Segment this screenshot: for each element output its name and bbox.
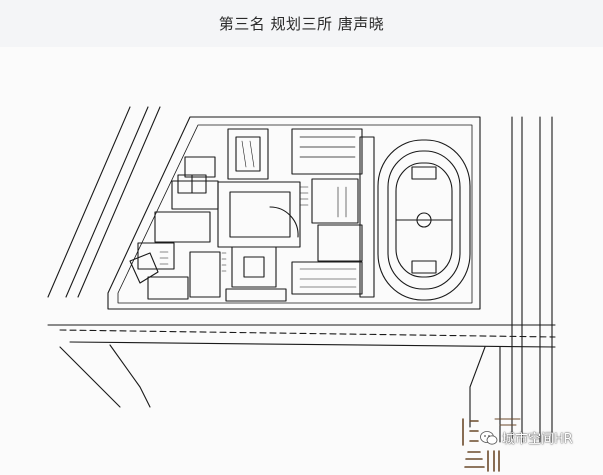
site-plan-sketch xyxy=(47,106,556,472)
building xyxy=(227,128,269,180)
building xyxy=(184,156,216,178)
caption-bar: 第三名 规划三所 唐声晓 xyxy=(0,0,603,47)
watermark: 城市空间HR xyxy=(480,428,573,447)
watermark-text: 城市空间HR xyxy=(502,432,573,447)
road-edge xyxy=(47,106,131,298)
signature-stamp xyxy=(462,418,521,472)
running-track xyxy=(377,139,471,301)
campus-boundary xyxy=(107,116,481,310)
building xyxy=(291,128,363,175)
chat-bubble-icon xyxy=(480,430,498,445)
site-plan-drawing xyxy=(0,47,603,475)
caption-title: 第三名 规划三所 唐声晓 xyxy=(218,15,385,33)
